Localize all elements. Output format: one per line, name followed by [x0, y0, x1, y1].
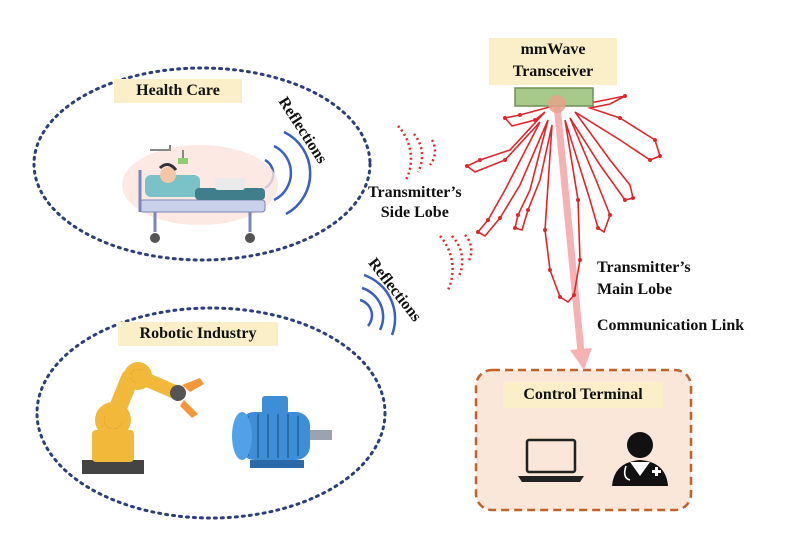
electric-motor-icon — [232, 396, 332, 468]
hospital-bed-icon — [122, 145, 278, 243]
side-lobe-label: Transmitter’s Side Lobe — [368, 183, 462, 223]
main-lobe-beam — [465, 95, 661, 304]
side-lobe-label-line1: Transmitter’s — [368, 184, 462, 201]
robot-arm-icon — [82, 362, 204, 474]
main-lobe-label-line2: Main Lobe — [597, 281, 673, 298]
communication-link-arrow — [553, 104, 592, 370]
communication-link-label: Communication Link — [597, 317, 745, 334]
reflection-waves-robotic — [359, 273, 397, 336]
side-lobe-upper — [397, 125, 437, 181]
laptop-icon — [518, 438, 584, 482]
health-care-region — [32, 66, 372, 262]
transceiver-antenna-icon — [514, 87, 594, 113]
control-terminal-label: Control Terminal — [503, 382, 663, 408]
main-lobe-label-line1: Transmitter’s — [597, 259, 691, 276]
main-lobe-dots — [465, 94, 662, 299]
transceiver-label-line1: mmWave — [520, 41, 586, 58]
side-lobe-label-line2: Side Lobe — [380, 204, 449, 221]
transceiver-label-line2: Transceiver — [512, 63, 594, 80]
robotic-industry-label: Robotic Industry — [118, 322, 278, 346]
health-care-label: Health Care — [114, 79, 242, 103]
transceiver-label: mmWave Transceiver — [489, 38, 617, 85]
side-lobe-lower — [439, 234, 473, 291]
robotic-industry-region — [35, 306, 387, 520]
main-lobe-label: Transmitter’s Main Lobe — [597, 257, 691, 301]
doctor-icon — [612, 432, 668, 486]
